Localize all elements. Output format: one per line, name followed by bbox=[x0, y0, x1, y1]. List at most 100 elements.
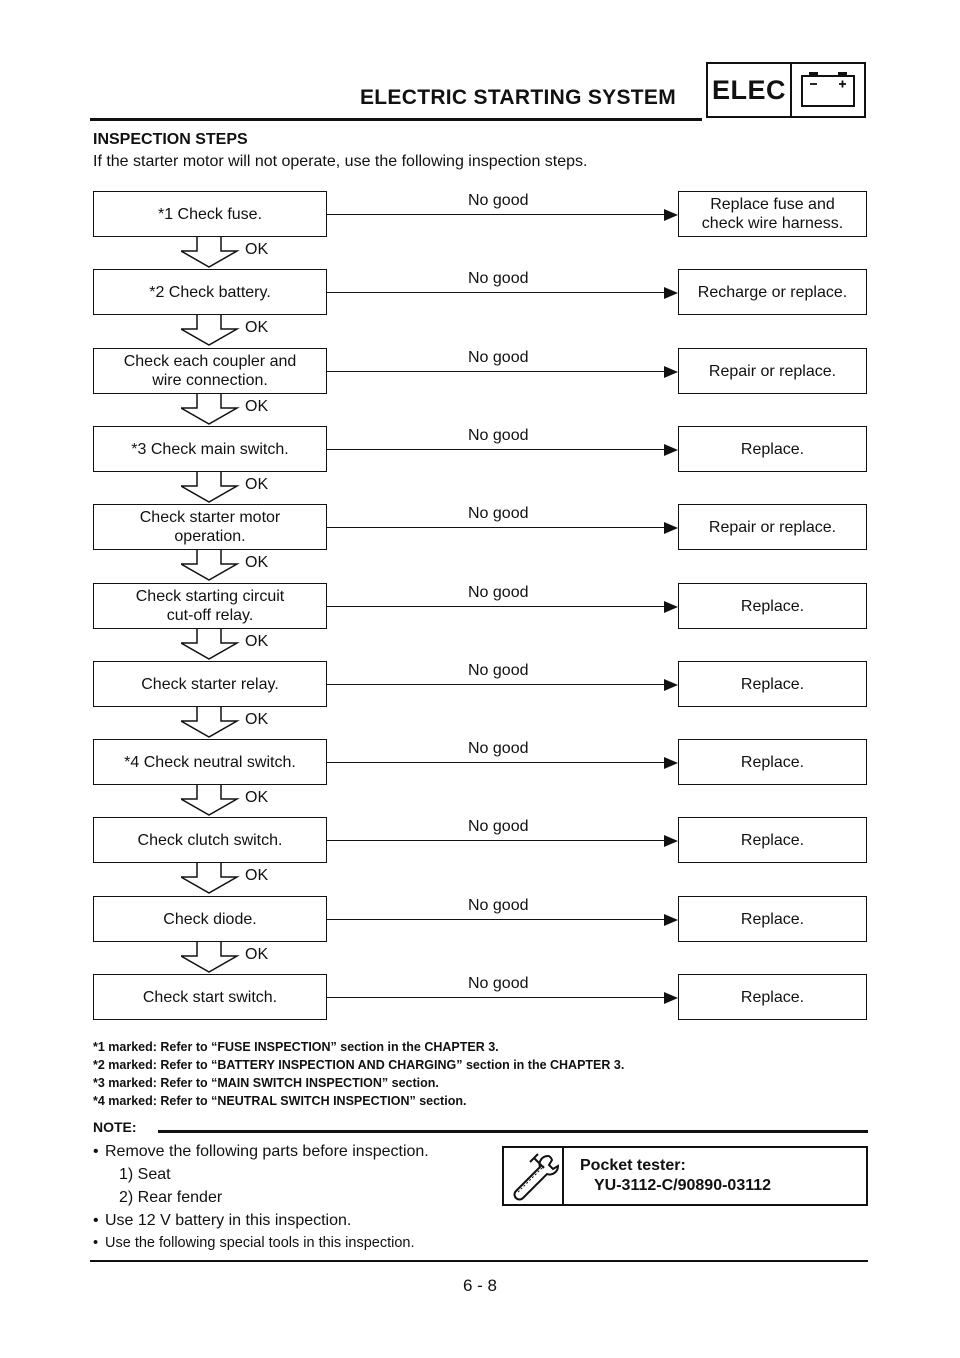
arrowhead-icon bbox=[664, 913, 678, 926]
footnote-3: *3 marked: Refer to “MAIN SWITCH INSPECT… bbox=[93, 1076, 439, 1090]
wrench-icon bbox=[504, 1148, 564, 1204]
result-action-box: Replace. bbox=[678, 426, 867, 472]
ok-label: OK bbox=[245, 867, 269, 884]
arrowhead-icon bbox=[664, 834, 678, 847]
footer-rule bbox=[90, 1260, 868, 1262]
battery-icon bbox=[792, 64, 864, 116]
result-action-box: Replace. bbox=[678, 974, 867, 1020]
down-arrow-icon bbox=[181, 707, 240, 738]
result-action-box: Recharge or replace. bbox=[678, 269, 867, 315]
note-item: •Use 12 V battery in this inspection. bbox=[93, 1212, 352, 1229]
no-good-connector-line bbox=[327, 606, 667, 608]
footnotes: *1 marked: Refer to “FUSE INSPECTION” se… bbox=[93, 1038, 624, 1110]
note-subitem: 1) Seat bbox=[119, 1166, 171, 1183]
arrowhead-icon bbox=[664, 600, 678, 613]
ok-label: OK bbox=[245, 789, 269, 806]
down-arrow-icon bbox=[181, 472, 240, 503]
tool-code: YU-3112-C/90890-03112 bbox=[594, 1177, 772, 1194]
ok-label: OK bbox=[245, 946, 269, 963]
tool-name: Pocket tester: bbox=[580, 1157, 686, 1174]
no-good-connector-line bbox=[327, 762, 667, 764]
page-number: 6 - 8 bbox=[462, 1276, 498, 1295]
no-good-connector-line bbox=[327, 449, 667, 451]
result-action-box: Replace. bbox=[678, 896, 867, 942]
check-step-box: Check clutch switch. bbox=[93, 817, 327, 863]
arrowhead-icon bbox=[664, 756, 678, 769]
no-good-connector-line bbox=[327, 371, 667, 373]
header-rule bbox=[90, 118, 702, 121]
result-action-box: Replace. bbox=[678, 739, 867, 785]
no-good-label: No good bbox=[468, 897, 529, 914]
result-action-box: Repair or replace. bbox=[678, 348, 867, 394]
check-step-box: Check starting circuit cut-off relay. bbox=[93, 583, 327, 629]
result-action-box: Replace. bbox=[678, 661, 867, 707]
check-step-box: Check each coupler and wire connection. bbox=[93, 348, 327, 394]
arrowhead-icon bbox=[664, 365, 678, 378]
arrowhead-icon bbox=[664, 521, 678, 534]
arrowhead-icon bbox=[664, 443, 678, 456]
down-arrow-icon bbox=[181, 629, 240, 660]
result-action-box: Replace. bbox=[678, 817, 867, 863]
check-step-box: *1 Check fuse. bbox=[93, 191, 327, 237]
arrowhead-icon bbox=[664, 286, 678, 299]
down-arrow-icon bbox=[181, 785, 240, 816]
check-step-box: *2 Check battery. bbox=[93, 269, 327, 315]
no-good-label: No good bbox=[468, 740, 529, 757]
note-list: •Remove the following parts before inspe… bbox=[93, 1140, 429, 1255]
check-step-box: Check diode. bbox=[93, 896, 327, 942]
no-good-connector-line bbox=[327, 919, 667, 921]
note-subitem: 2) Rear fender bbox=[119, 1189, 223, 1206]
elec-badge: ELEC bbox=[706, 62, 866, 118]
no-good-label: No good bbox=[468, 349, 529, 366]
ok-label: OK bbox=[245, 398, 269, 415]
no-good-connector-line bbox=[327, 214, 667, 216]
no-good-connector-line bbox=[327, 292, 667, 294]
no-good-connector-line bbox=[327, 840, 667, 842]
down-arrow-icon bbox=[181, 394, 240, 425]
arrowhead-icon bbox=[664, 991, 678, 1004]
no-good-connector-line bbox=[327, 684, 667, 686]
ok-label: OK bbox=[245, 319, 269, 336]
note-rule bbox=[158, 1130, 868, 1133]
no-good-label: No good bbox=[468, 818, 529, 835]
no-good-label: No good bbox=[468, 975, 529, 992]
note-label: NOTE: bbox=[93, 1119, 137, 1135]
no-good-label: No good bbox=[468, 584, 529, 601]
arrowhead-icon bbox=[664, 678, 678, 691]
ok-label: OK bbox=[245, 241, 269, 258]
ok-label: OK bbox=[245, 711, 269, 728]
check-step-box: *3 Check main switch. bbox=[93, 426, 327, 472]
ok-label: OK bbox=[245, 476, 269, 493]
down-arrow-icon bbox=[181, 863, 240, 894]
down-arrow-icon bbox=[181, 550, 240, 581]
check-step-box: Check start switch. bbox=[93, 974, 327, 1020]
note-item: •Remove the following parts before inspe… bbox=[93, 1143, 429, 1160]
note-item: •Use the following special tools in this… bbox=[93, 1235, 415, 1251]
check-step-box: Check starter motor operation. bbox=[93, 504, 327, 550]
result-action-box: Replace fuse and check wire harness. bbox=[678, 191, 867, 237]
down-arrow-icon bbox=[181, 942, 240, 973]
no-good-label: No good bbox=[468, 192, 529, 209]
result-action-box: Repair or replace. bbox=[678, 504, 867, 550]
check-step-box: *4 Check neutral switch. bbox=[93, 739, 327, 785]
ok-label: OK bbox=[245, 554, 269, 571]
no-good-label: No good bbox=[468, 427, 529, 444]
down-arrow-icon bbox=[181, 237, 240, 268]
no-good-label: No good bbox=[468, 270, 529, 287]
no-good-connector-line bbox=[327, 997, 667, 999]
no-good-connector-line bbox=[327, 527, 667, 529]
no-good-label: No good bbox=[468, 505, 529, 522]
page-section-title: ELECTRIC STARTING SYSTEM bbox=[360, 86, 676, 109]
special-tool-box: Pocket tester: YU-3112-C/90890-03112 bbox=[502, 1146, 868, 1206]
check-step-box: Check starter relay. bbox=[93, 661, 327, 707]
no-good-label: No good bbox=[468, 662, 529, 679]
section-heading: INSPECTION STEPS bbox=[93, 131, 248, 148]
footnote-4: *4 marked: Refer to “NEUTRAL SWITCH INSP… bbox=[93, 1094, 467, 1108]
footnote-1: *1 marked: Refer to “FUSE INSPECTION” se… bbox=[93, 1040, 499, 1054]
intro-text: If the starter motor will not operate, u… bbox=[93, 153, 588, 170]
footnote-2: *2 marked: Refer to “BATTERY INSPECTION … bbox=[93, 1058, 625, 1072]
down-arrow-icon bbox=[181, 315, 240, 346]
result-action-box: Replace. bbox=[678, 583, 867, 629]
arrowhead-icon bbox=[664, 208, 678, 221]
elec-badge-label: ELEC bbox=[708, 64, 792, 116]
